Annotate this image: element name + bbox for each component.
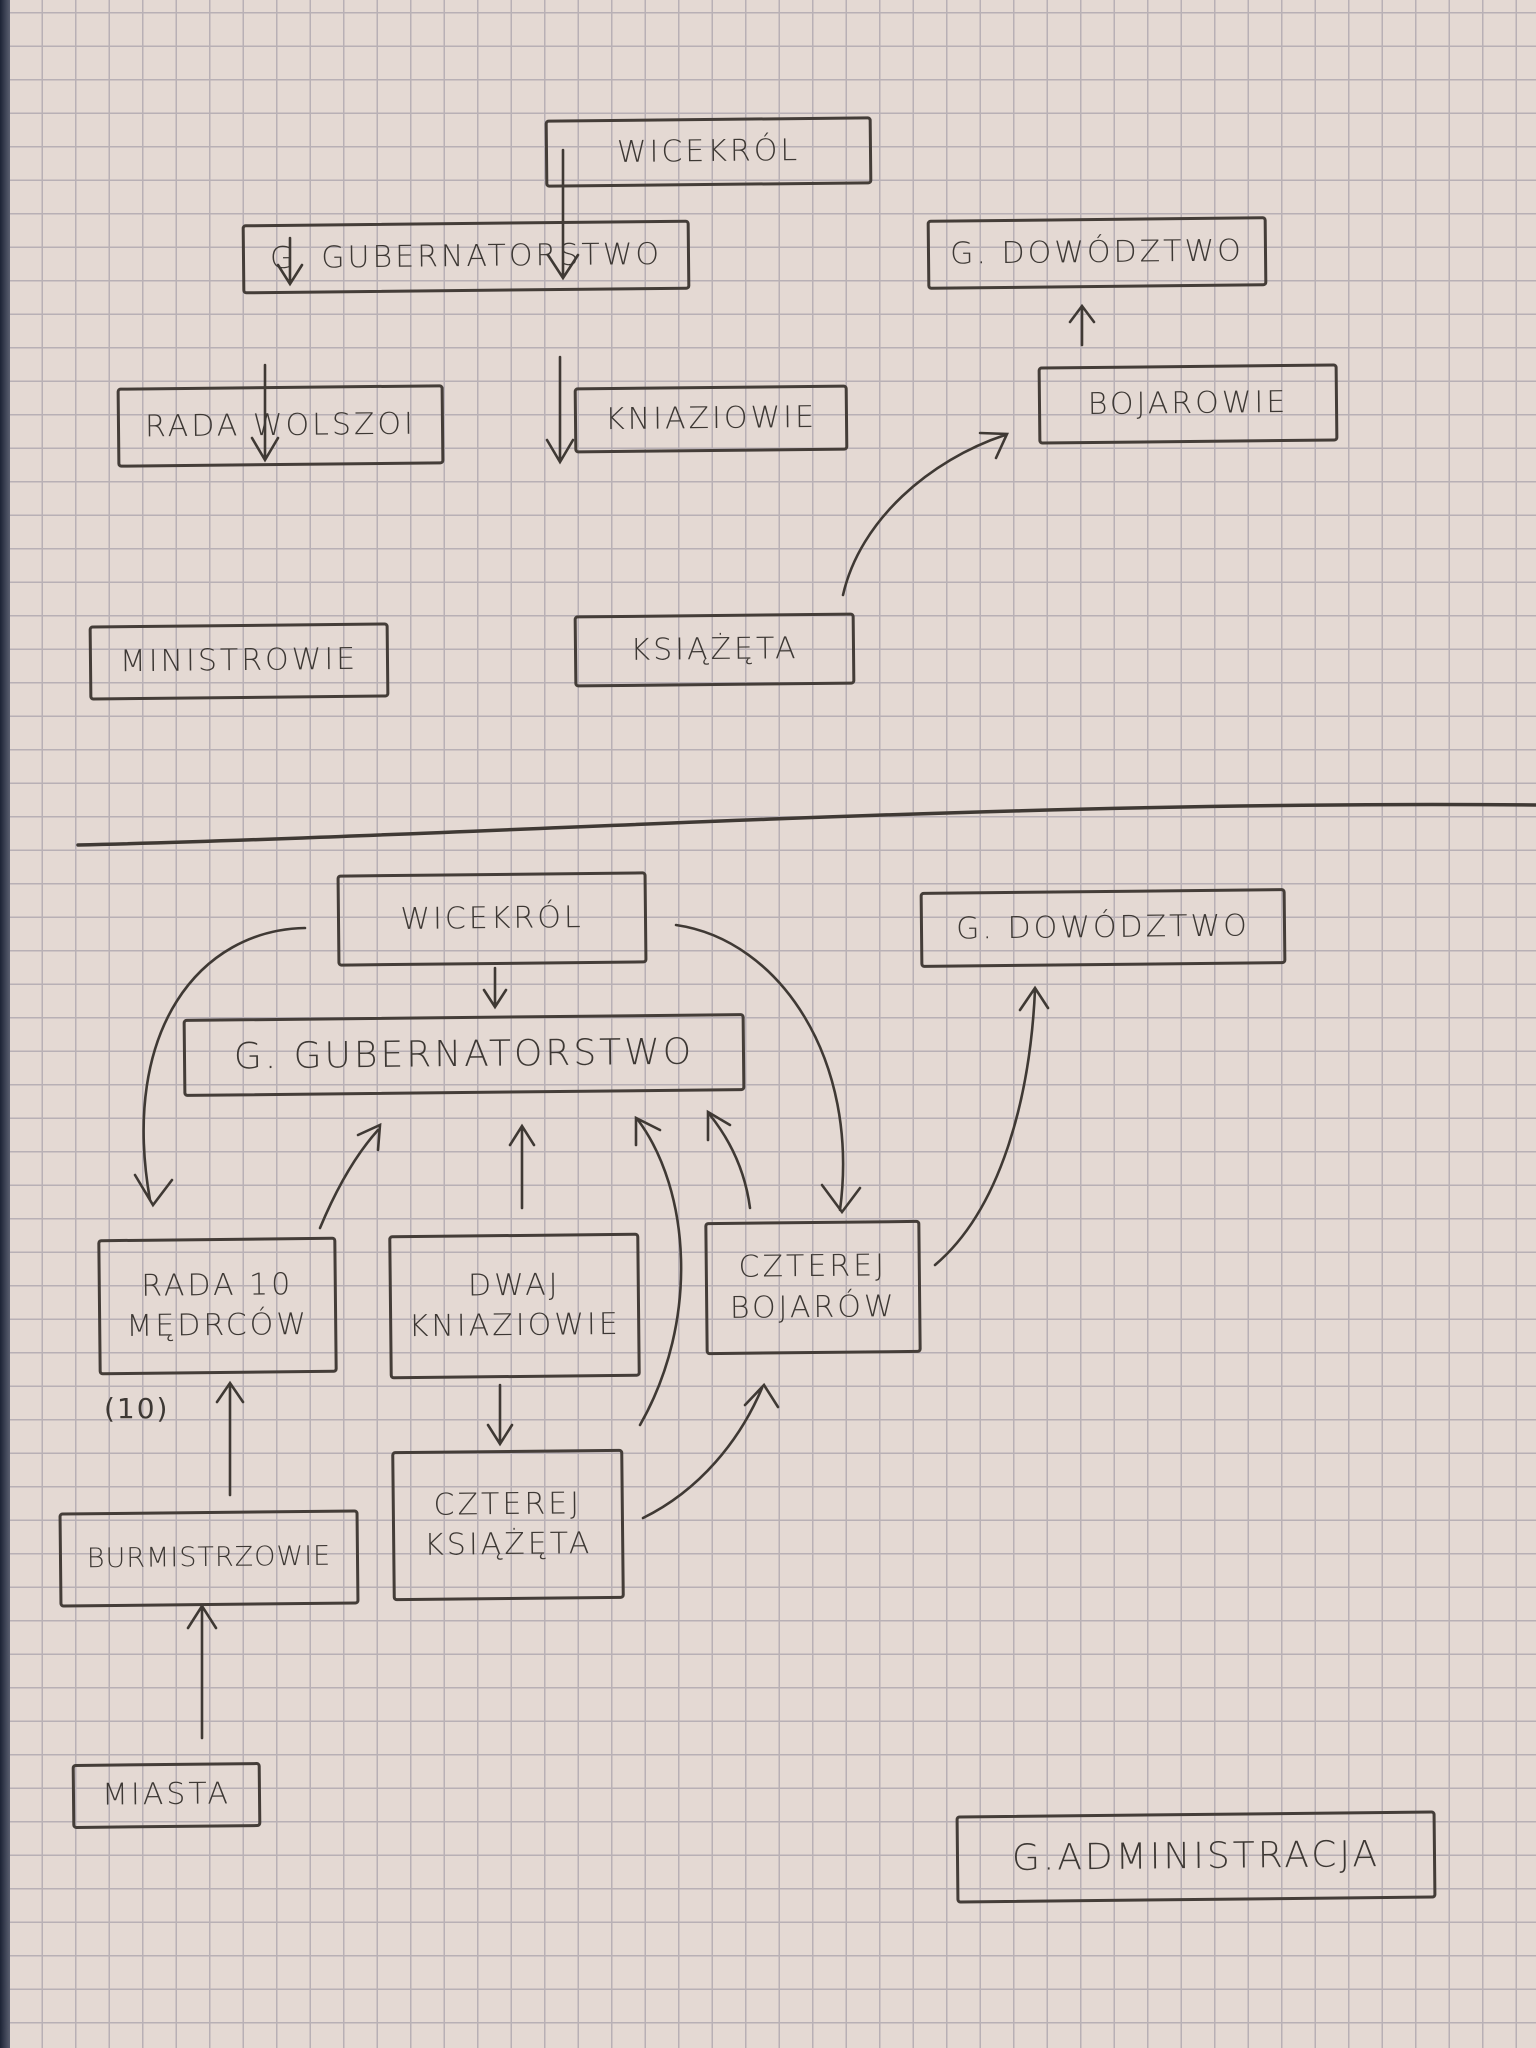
- bottom-ksiazeta-box: CZTEREJ KSIĄŻĘTA: [391, 1448, 625, 1602]
- arrow-burmistrzowie-rada: [215, 1380, 245, 1497]
- label: BOJAROWIE: [1087, 384, 1289, 422]
- arrow-gubernatorstwo-rada: [276, 236, 304, 287]
- arrow-ksiazeta-bojarowie: [841, 431, 1009, 597]
- arrow-kniaziowie-ksiazeta: [545, 355, 575, 465]
- top-bojarowie-box: BOJAROWIE: [1037, 363, 1339, 445]
- label: G.ADMINISTRACJA: [1011, 1833, 1381, 1879]
- arrow-rada-ministrowie: [250, 363, 280, 463]
- label: MIASTA: [101, 1776, 232, 1813]
- top-dowodztwo-box: G. DOWÓDZTWO: [926, 216, 1268, 290]
- divider-line: [76, 802, 1536, 847]
- arrow-ksiazeta-gubernatorstwo: [634, 1115, 683, 1427]
- label: G. DOWÓDZTWO: [950, 233, 1244, 272]
- arrow-wicekrol-kniaziowie: [546, 148, 580, 281]
- label: CZTEREJ KSIĄŻĘTA: [423, 1485, 593, 1563]
- bottom-burmistrzowie-box: BURMISTRZOWIE: [58, 1509, 360, 1608]
- arrow-wicekrol-gubernatorstwo: [482, 966, 508, 1010]
- arrow-miasta-burmistrzowie: [186, 1603, 218, 1740]
- bottom-kniaziowie-box: DWAJ KNIAZIOWIE: [388, 1232, 641, 1380]
- bottom-dowodztwo-box: G. DOWÓDZTWO: [919, 888, 1287, 968]
- bottom-gubernatorstwo-box: G. GUBERNATORSTWO: [182, 1013, 746, 1097]
- administracja-box: G.ADMINISTRACJA: [955, 1810, 1437, 1904]
- top-rada-box: RADA WOLSZOI: [116, 384, 445, 468]
- top-kniaziowie-box: KNIAZIOWIE: [573, 384, 849, 454]
- label: KSIĄŻĘTA: [630, 630, 799, 668]
- label: G. DOWÓDZTWO: [956, 908, 1250, 947]
- label: CZTEREJ BOJARÓW: [729, 1248, 897, 1326]
- arrow-bojarow-gubernatorstwo: [706, 1109, 752, 1210]
- label: G. GUBERNATORSTWO: [269, 236, 663, 276]
- bottom-miasta-box: MIASTA: [71, 1762, 262, 1829]
- top-wicekrol-box: WICEKRÓL: [544, 116, 873, 188]
- arrow-kniaziowie-ksiazeta: [486, 1383, 514, 1447]
- label: WICEKRÓL: [616, 132, 801, 170]
- label: RADA 10 MĘDRCÓW: [126, 1266, 310, 1344]
- bottom-rada-box: RADA 10 MĘDRCÓW: [97, 1236, 338, 1376]
- top-ksiazeta-box: KSIĄŻĘTA: [573, 612, 856, 688]
- arrow-ksiazeta-bojarow: [641, 1382, 780, 1520]
- arrow-rada-gubernatorstwo: [318, 1122, 382, 1230]
- label: RADA WOLSZOI: [144, 406, 417, 445]
- label: MINISTROWIE: [119, 642, 359, 680]
- arrow-wicekrol-bojarow: [674, 923, 862, 1215]
- rada-member-count: (10): [104, 1392, 170, 1425]
- arrow-bojarow-dowodztwo: [933, 985, 1050, 1267]
- label: G. GUBERNATORSTWO: [233, 1031, 695, 1078]
- arrow-kniaziowie-gubernatorstwo: [508, 1123, 536, 1210]
- arrow-bojarowie-dowodztwo: [1068, 303, 1096, 347]
- top-ministrowie-box: MINISTROWIE: [88, 622, 390, 701]
- bottom-wicekrol-box: WICEKRÓL: [336, 871, 648, 967]
- label: DWAJ KNIAZIOWIE: [408, 1267, 621, 1345]
- label: WICEKRÓL: [400, 899, 584, 937]
- notebook-edge: [0, 0, 10, 2048]
- bottom-bojarow-box: CZTEREJ BOJARÓW: [704, 1219, 922, 1356]
- label: BURMISTRZOWIE: [86, 1541, 332, 1575]
- top-gubernatorstwo-box: G. GUBERNATORSTWO: [241, 219, 691, 295]
- label: KNIAZIOWIE: [604, 399, 818, 437]
- arrow-wicekrol-rada: [133, 926, 307, 1208]
